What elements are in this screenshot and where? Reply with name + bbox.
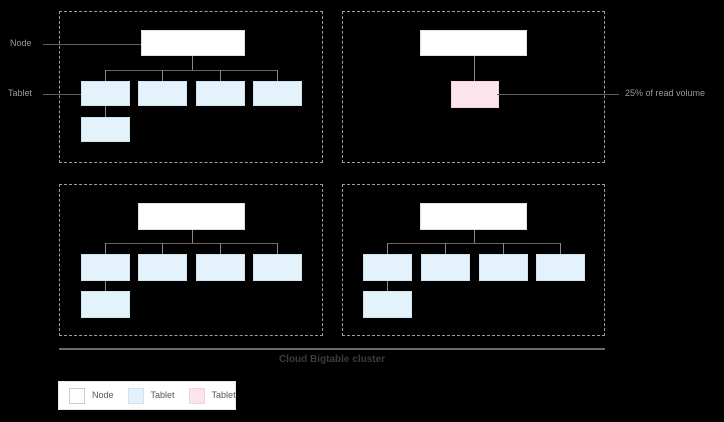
tablet-box-bottom-right-1 xyxy=(363,254,412,281)
connector-bus-bottom-right xyxy=(387,243,561,244)
node-box-top-right xyxy=(420,30,527,56)
connector-drop-top-left-3 xyxy=(220,70,221,81)
connector-drop-bottom-right-4 xyxy=(560,243,561,254)
connector-substem-bottom-left xyxy=(105,281,106,291)
tablet-box-top-left-4 xyxy=(253,81,302,106)
legend-item-tablet: Tablet xyxy=(127,387,175,404)
cluster-separator-rule xyxy=(59,348,605,350)
tablet-box-bottom-right-5 xyxy=(363,291,412,318)
connector-node-stem-bottom-right xyxy=(474,230,475,243)
connector-node-stem-top-right xyxy=(474,56,475,81)
connector-drop-bottom-left-4 xyxy=(277,243,278,254)
callout-label-tablet: Tablet xyxy=(8,88,33,98)
connector-drop-bottom-right-3 xyxy=(503,243,504,254)
tablet-box-bottom-left-5 xyxy=(81,291,130,318)
connector-drop-bottom-right-2 xyxy=(445,243,446,254)
callout-rule-hot-tablet xyxy=(497,94,619,95)
legend-swatch-node-icon xyxy=(69,387,85,404)
callout-label-hot-tablet: 25% of read volume xyxy=(625,88,706,98)
connector-drop-bottom-right-1 xyxy=(387,243,388,254)
legend-swatch-hot-tablet-icon xyxy=(188,387,205,404)
connector-drop-top-left-1 xyxy=(105,70,106,81)
connector-bus-top-left xyxy=(105,70,278,71)
hot-tablet-box-top-right xyxy=(451,81,499,108)
node-box-top-left xyxy=(141,30,245,56)
tablet-box-top-left-5 xyxy=(81,117,130,142)
tablet-box-top-left-2 xyxy=(138,81,187,106)
tablet-box-bottom-left-4 xyxy=(253,254,302,281)
legend-swatch-tablet-icon xyxy=(127,387,144,404)
tablet-box-bottom-right-4 xyxy=(536,254,585,281)
tablet-box-top-left-1 xyxy=(81,81,130,106)
quadrant-bottom-right xyxy=(342,184,605,336)
legend: Node Tablet Tablet xyxy=(58,381,236,410)
callout-rule-node xyxy=(43,44,141,45)
cluster-caption: Cloud Bigtable cluster xyxy=(278,354,386,365)
connector-bus-bottom-left xyxy=(105,243,278,244)
legend-label-node: Node xyxy=(92,390,114,400)
legend-label-hot-tablet: Tablet xyxy=(211,390,236,400)
tablet-box-bottom-right-3 xyxy=(479,254,528,281)
connector-drop-bottom-left-2 xyxy=(162,243,163,254)
connector-node-stem-bottom-left xyxy=(192,230,193,243)
connector-drop-top-left-2 xyxy=(162,70,163,81)
quadrant-top-left xyxy=(59,11,323,163)
connector-drop-bottom-left-3 xyxy=(220,243,221,254)
tablet-box-bottom-left-2 xyxy=(138,254,187,281)
callout-rule-tablet xyxy=(43,94,81,95)
connector-drop-top-left-4 xyxy=(277,70,278,81)
tablet-box-bottom-right-2 xyxy=(421,254,470,281)
tablet-box-bottom-left-1 xyxy=(81,254,130,281)
tablet-box-top-left-3 xyxy=(196,81,245,106)
quadrant-top-right xyxy=(342,11,605,163)
legend-label-tablet: Tablet xyxy=(150,390,175,400)
node-box-bottom-left xyxy=(138,203,245,230)
callout-label-node: Node xyxy=(10,38,32,48)
legend-item-hot-tablet: Tablet xyxy=(188,387,236,404)
quadrant-bottom-left xyxy=(59,184,323,336)
node-box-bottom-right xyxy=(420,203,527,230)
connector-drop-bottom-left-1 xyxy=(105,243,106,254)
legend-item-node: Node xyxy=(69,387,114,404)
tablet-box-bottom-left-3 xyxy=(196,254,245,281)
connector-substem-top-left xyxy=(105,106,106,117)
connector-node-stem-top-left xyxy=(192,56,193,70)
connector-substem-bottom-right xyxy=(387,281,388,291)
